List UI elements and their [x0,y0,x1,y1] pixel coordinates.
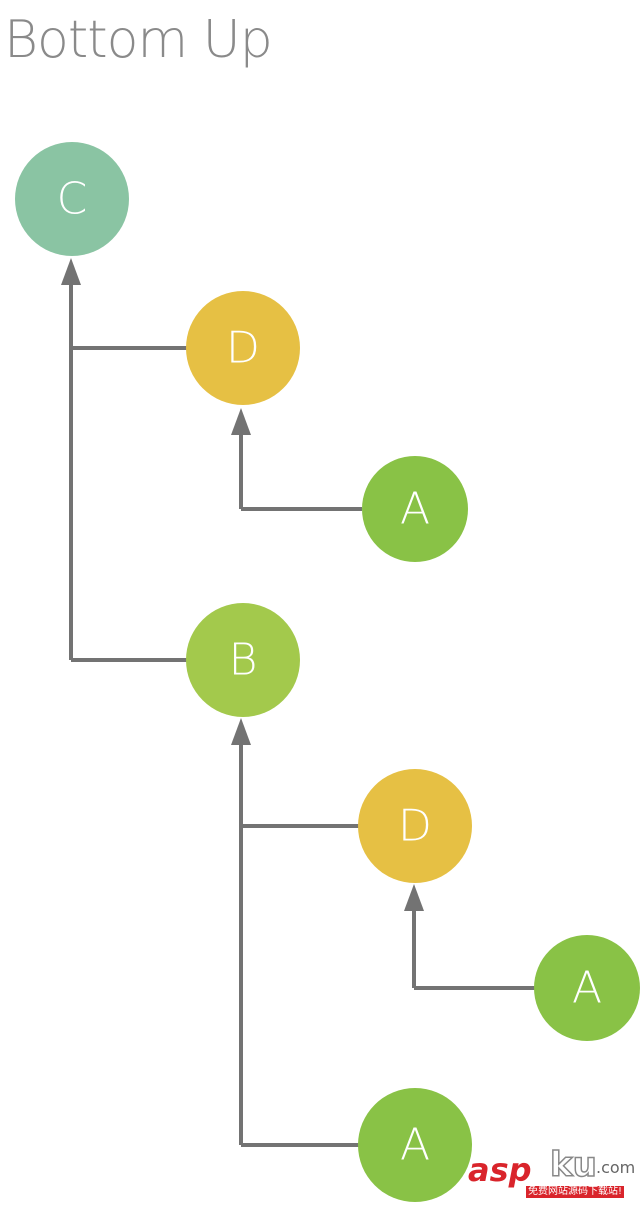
node-a3-label: A [400,1120,430,1171]
node-c-circle [15,142,129,256]
node-d2-label: D [398,801,432,852]
node-a1: A [362,456,468,562]
watermark-brand-asp: asp [468,1151,532,1189]
node-b-circle [186,603,300,717]
node-c-label: C [57,174,88,225]
node-d2-circle [358,769,472,883]
nodes: C D A B D A A [15,142,640,1202]
node-a2-circle [534,935,640,1041]
watermark-logo: asp ku .com 免费网站源码下载站! [468,1147,636,1200]
node-d1-label: D [226,323,260,374]
watermark-brand-ku: ku [549,1145,597,1185]
watermark-brand-tld: .com [596,1158,636,1177]
node-b: B [186,603,300,717]
node-a2-label: A [572,963,602,1014]
node-a1-circle [362,456,468,562]
node-a1-label: A [400,484,430,535]
watermark-tagline: 免费网站源码下载站! [526,1186,625,1198]
arrowhead-d1 [231,408,251,435]
node-d1: D [186,291,300,405]
diagram-title: Bottom Up [4,10,273,70]
node-d2: D [358,769,472,883]
node-c: C [15,142,129,256]
arrowhead-b [231,718,251,745]
node-b-label: B [229,635,258,686]
arrowhead-d2 [404,884,424,911]
node-a3: A [358,1088,472,1202]
arrowhead-c [61,258,81,285]
edges [61,258,535,1147]
node-a2: A [534,935,640,1041]
node-a3-circle [358,1088,472,1202]
node-d1-circle [186,291,300,405]
